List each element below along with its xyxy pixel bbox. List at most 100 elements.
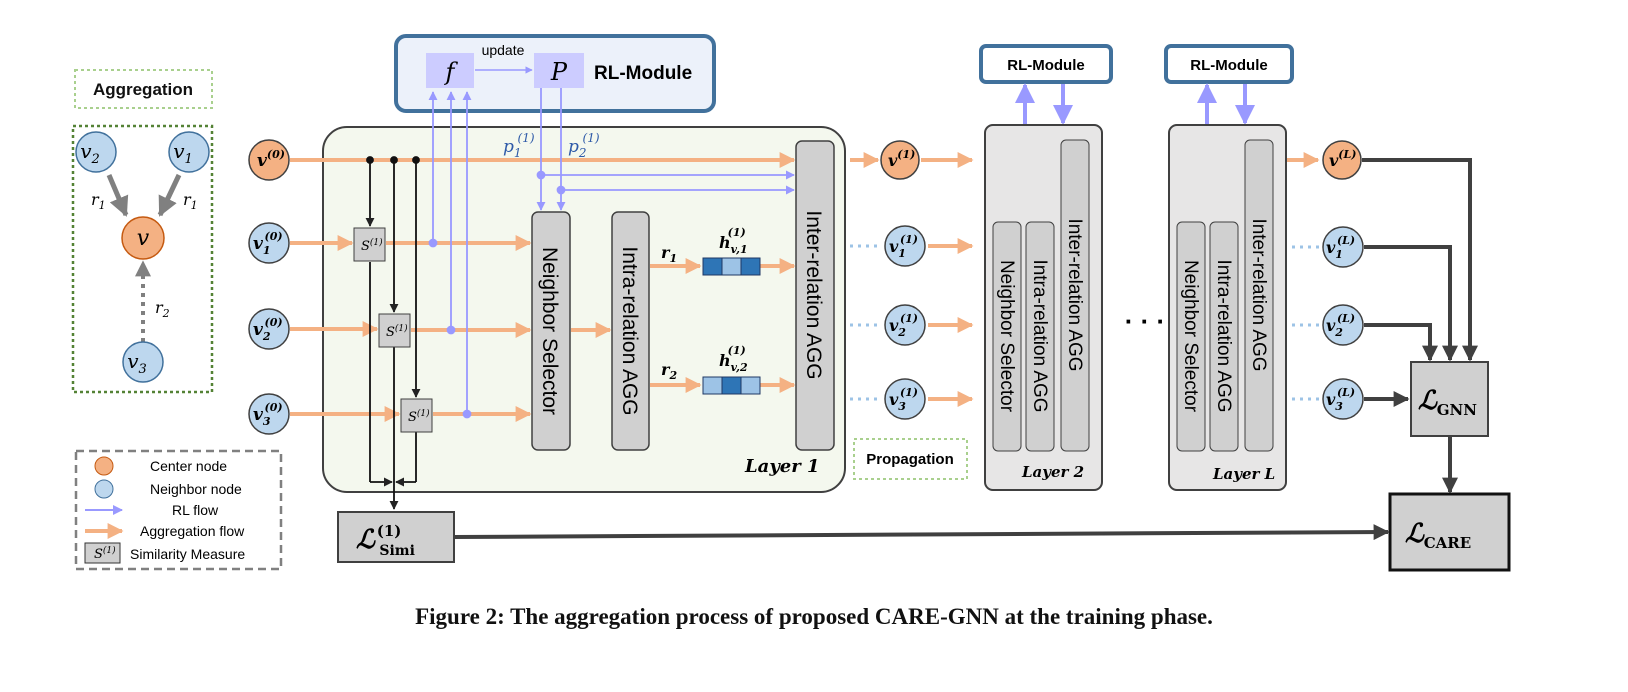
p-label: P (550, 58, 568, 86)
center-node-v (121, 216, 165, 260)
neighbor-selector-box (531, 211, 571, 451)
svg-text:ℒ(1)Simi: ℒ(1)Simi (356, 522, 415, 559)
loss-care-box (1388, 492, 1511, 572)
inter-agg-box (795, 140, 835, 451)
rl-module-title: RL-Module (594, 63, 692, 84)
inter-agg-label: Inter-relation AGG (802, 210, 825, 379)
svg-text:ℒCARE: ℒCARE (1405, 519, 1471, 552)
neighbor-selector-label: Neighbor Selector (538, 247, 561, 415)
loss-boxes: ℒ(1)Simi ℒGNN ℒCARE (337, 361, 1511, 572)
edge-label-r1-left: r1 (91, 190, 106, 212)
propagation-box (853, 438, 968, 480)
propagation-dotted (850, 244, 1320, 401)
svg-text:v: v (137, 226, 150, 251)
svg-text:v3(1): v3(1) (889, 386, 918, 413)
svg-text:S(1): S(1) (386, 323, 408, 340)
edge-label-r1-right: r1 (183, 190, 198, 212)
h2-label: hv,2(1) (719, 344, 748, 374)
input-v0 (248, 139, 290, 181)
rl-flows (428, 88, 795, 419)
layer-2: RL-Module Neighbor Selector Intra-relati… (979, 44, 1113, 491)
loss-gnn-box (1410, 361, 1489, 437)
h1-vector (702, 257, 761, 276)
svg-text:v1(0): v1(0) (253, 230, 283, 257)
edge-label-r2: r2 (155, 298, 170, 320)
svg-text:Intra-relation AGG: Intra-relation AGG (1213, 259, 1234, 412)
output-v1-n2 (884, 304, 926, 346)
similarity-boxes: S(1) S(1) S(1) (353, 227, 433, 433)
ellipsis: · · · (1125, 306, 1165, 336)
svg-text:v2(0): v2(0) (253, 316, 283, 343)
layer1-label: Layer 1 (744, 456, 820, 477)
svg-text:v3: v3 (127, 349, 147, 377)
neighbor-node-v3 (122, 341, 164, 383)
svg-text:ℒGNN: ℒGNN (1418, 386, 1477, 419)
svg-text:Neighbor Selector: Neighbor Selector (1180, 260, 1201, 413)
update-label: update (482, 42, 525, 58)
svg-text:v(0): v(0) (257, 148, 285, 171)
layer2-rl-module (979, 44, 1113, 84)
svg-text:v(L): v(L) (1329, 148, 1356, 170)
input-nodes: v(0) v1(0) v2(0) v3(0) (248, 139, 290, 435)
care-gnn-diagram: Aggregation r1 r1 r2 v2 v1 v v3 Center n… (71, 34, 1511, 572)
output-v1-n1 (884, 225, 926, 267)
legend-sim-label: Similarity Measure (130, 546, 245, 562)
layer-L: RL-Module Neighbor Selector Intra-relati… (1164, 44, 1294, 491)
r1-label: r1 (661, 243, 677, 265)
svg-text:v1: v1 (173, 139, 193, 167)
svg-text:Intra-relation AGG: Intra-relation AGG (1029, 259, 1050, 412)
p1-label: p1(1) (503, 131, 535, 160)
neighbor-node-v2 (75, 131, 117, 173)
legend-agg-label: Aggregation flow (140, 523, 245, 539)
aggregation-title-box (74, 69, 213, 109)
legend-neighbor-swatch (94, 479, 114, 499)
layerL-label: Layer L (1212, 465, 1275, 483)
svg-text:S(1): S(1) (94, 545, 116, 562)
legend-neighbor-label: Neighbor node (150, 481, 242, 497)
similarity-lines (365, 156, 421, 510)
svg-text:Inter-relation AGG: Inter-relation AGG (1064, 218, 1085, 371)
legend-sim-swatch (84, 542, 121, 564)
svg-text:v2(L): v2(L) (1326, 312, 1355, 339)
aggregation-title: Aggregation (93, 80, 193, 99)
svg-text:v2(1): v2(1) (889, 312, 918, 339)
layer1-box (322, 126, 846, 493)
layer1-output-nodes: v(1) v1(1) v2(1) v3(1) (880, 140, 926, 420)
layer2-label: Layer 2 (1021, 463, 1084, 481)
legend-rl-label: RL flow (172, 502, 219, 518)
aggregation-box (71, 124, 214, 394)
edge-v2-v (106, 174, 129, 217)
svg-text:v1(1): v1(1) (889, 233, 918, 260)
svg-text:v(1): v(1) (888, 148, 915, 170)
svg-text:Inter-relation AGG: Inter-relation AGG (1248, 218, 1269, 371)
legend-center-swatch (94, 456, 114, 476)
sim-box-2 (378, 313, 411, 348)
svg-text:v2: v2 (80, 139, 100, 167)
f-box (426, 53, 474, 88)
layer1-blocks: Neighbor Selector Intra-relation AGG Int… (531, 140, 835, 451)
h1-label: hv,1(1) (719, 226, 748, 256)
legend: Center node Neighbor node RL flow Aggreg… (74, 449, 283, 571)
intra-agg-box (611, 211, 650, 451)
propagation-label: Propagation (866, 451, 954, 468)
svg-text:RL-Module: RL-Module (1007, 57, 1084, 74)
layerL-rl-module (1164, 44, 1294, 84)
r2-label: r2 (661, 360, 677, 382)
svg-text:S(1): S(1) (361, 237, 383, 254)
input-v3 (248, 393, 290, 435)
svg-text:RL-Module: RL-Module (1190, 57, 1267, 74)
output-v1-n3 (884, 378, 926, 420)
rl-module-top: f P update RL-Module (394, 34, 716, 113)
edge-v1-v (157, 173, 182, 217)
svg-text:v1(L): v1(L) (1326, 234, 1355, 261)
loss-simi-box (337, 511, 455, 563)
p-box (534, 53, 584, 88)
legend-center-label: Center node (150, 458, 227, 474)
svg-text:v3(L): v3(L) (1326, 386, 1355, 413)
input-v2 (248, 308, 290, 350)
sim-box-1 (353, 227, 386, 262)
aggregation-flows (290, 152, 1320, 422)
figure-caption: Figure 2: The aggregation process of pro… (415, 604, 1213, 629)
svg-text:Neighbor Selector: Neighbor Selector (996, 260, 1017, 413)
loss-arrows (453, 158, 1478, 541)
